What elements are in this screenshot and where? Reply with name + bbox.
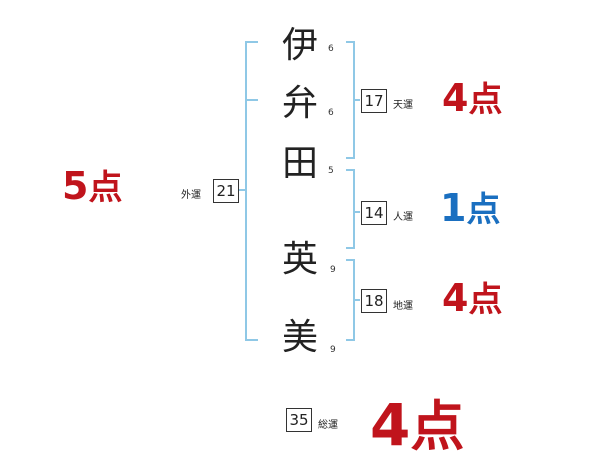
souun-score: 4点 — [370, 382, 464, 461]
gaiun-score-unit: 点 — [88, 168, 123, 208]
souun-value-box: 35 — [286, 408, 312, 432]
chiun-score-number: 4 — [442, 276, 469, 320]
souun-label: 総運 — [318, 420, 338, 431]
tenun-bracket — [346, 41, 355, 159]
souun-score-number: 4 — [370, 391, 411, 459]
gaiun-value-box: 21 — [213, 179, 239, 203]
gaiun-label: 外運 — [181, 190, 201, 201]
tenun-value-box: 17 — [361, 89, 387, 113]
jinun-score-unit: 点 — [466, 190, 501, 230]
chiun-score: 4点 — [442, 272, 502, 321]
chiun-score-unit: 点 — [468, 280, 503, 320]
chiun-label: 地運 — [393, 301, 413, 312]
tenun-score-unit: 点 — [468, 80, 503, 120]
stroke-count-4: 9 — [330, 265, 336, 275]
name-char-3: 田 — [281, 143, 318, 184]
tenun-score-number: 4 — [442, 76, 469, 120]
stroke-count-1: 6 — [328, 44, 334, 54]
chiun-value-box: 18 — [361, 289, 387, 313]
gaiun-bracket — [245, 41, 258, 341]
chiun-bracket — [346, 259, 355, 341]
jinun-label: 人運 — [393, 212, 413, 223]
stroke-count-2: 6 — [328, 108, 334, 118]
jinun-score-number: 1 — [440, 186, 467, 230]
tenun-score: 4点 — [442, 72, 502, 121]
name-char-4: 英 — [281, 239, 318, 280]
name-char-5: 美 — [281, 317, 318, 358]
tenun-label: 天運 — [393, 100, 413, 111]
gaiun-score: 5点 — [62, 160, 122, 209]
jinun-score: 1点 — [440, 182, 500, 231]
stroke-count-5: 9 — [330, 345, 336, 355]
name-char-1: 伊 — [281, 25, 318, 66]
souun-score-unit: 点 — [410, 395, 465, 458]
stroke-count-3: 5 — [328, 166, 334, 176]
jinun-bracket — [346, 169, 355, 249]
jinun-value-box: 14 — [361, 201, 387, 225]
name-char-2: 弁 — [281, 83, 318, 124]
gaiun-score-number: 5 — [62, 164, 89, 208]
